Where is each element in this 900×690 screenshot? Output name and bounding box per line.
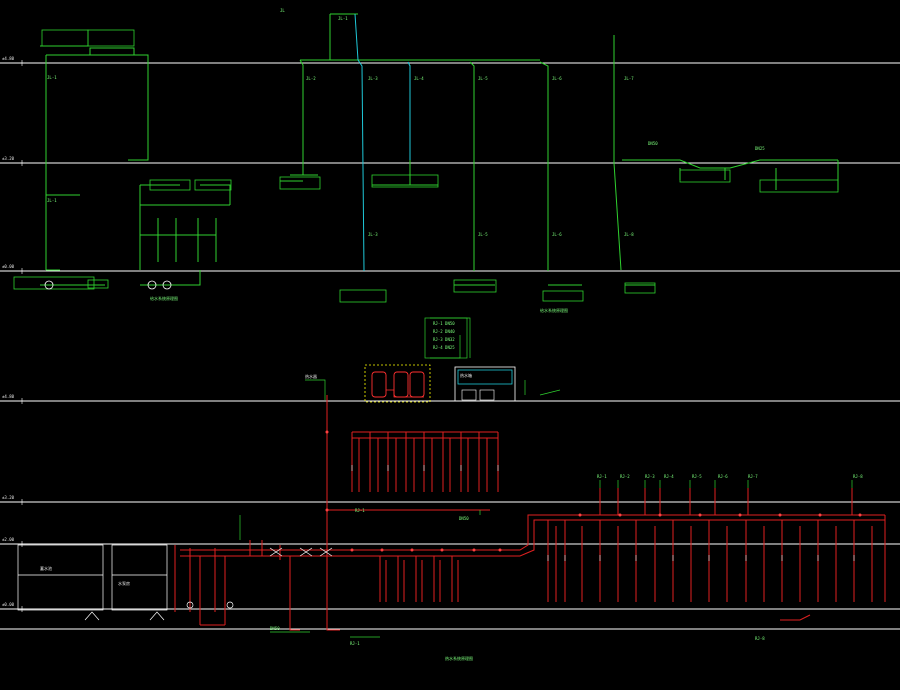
water-tank-icon [454, 366, 516, 402]
svg-text:RJ-1: RJ-1 [597, 474, 607, 479]
water-heater-icon [371, 371, 387, 398]
svg-text:JL-2: JL-2 [306, 76, 316, 81]
storage-tank-structure [17, 544, 168, 621]
svg-text:JL-3: JL-3 [368, 232, 378, 237]
svg-text:JL: JL [280, 8, 285, 13]
pump-icon-group-top [44, 280, 172, 290]
floor-lines [0, 62, 900, 630]
svg-text:JL-8: JL-8 [624, 232, 634, 237]
text-annotations-bottom: RJ-1 DN50 RJ-2 DN40 RJ-3 DN32 RJ-4 DN25 … [40, 321, 863, 661]
svg-text:DN25: DN25 [755, 146, 765, 151]
pump-icon [44, 280, 54, 290]
svg-text:JL-6: JL-6 [552, 232, 562, 237]
svg-text:±0.00: ±0.00 [2, 602, 15, 607]
pipe-tags-top: JL-1 JL-1 JL-2 JL-3 JL-4 JL-5 JL-6 JL-7 … [47, 8, 765, 313]
label-boxes-top [13, 29, 839, 303]
pump-icon [147, 280, 157, 290]
svg-text:给水系统原理图: 给水系统原理图 [150, 295, 178, 301]
svg-text:热水系统原理图: 热水系统原理图 [445, 655, 473, 661]
svg-text:RJ-5: RJ-5 [692, 474, 702, 479]
svg-text:RJ-2 DN40: RJ-2 DN40 [433, 329, 455, 334]
svg-text:±3.20: ±3.20 [2, 156, 15, 161]
hot-water-nodes [325, 430, 862, 552]
svg-text:蓄水池: 蓄水池 [40, 565, 52, 571]
svg-text:±2.00: ±2.00 [2, 537, 15, 542]
svg-text:±3.20: ±3.20 [2, 495, 15, 500]
svg-text:RJ-3 DN32: RJ-3 DN32 [433, 337, 455, 342]
svg-text:RJ-2: RJ-2 [620, 474, 630, 479]
water-heater-room [364, 364, 431, 403]
riser-pipes [354, 13, 411, 272]
svg-text:JL-1: JL-1 [47, 75, 57, 80]
fixture-marks [351, 465, 855, 561]
svg-text:热水箱: 热水箱 [460, 372, 472, 378]
svg-text:±4.80: ±4.80 [2, 56, 15, 61]
svg-text:水泵房: 水泵房 [118, 580, 130, 586]
svg-text:DN50: DN50 [270, 626, 280, 631]
svg-text:DN50: DN50 [459, 516, 469, 521]
svg-text:RJ-3: RJ-3 [645, 474, 655, 479]
valve-icon-group [186, 547, 333, 609]
hot-water-system [174, 395, 886, 631]
svg-text:RJ-6: RJ-6 [718, 474, 728, 479]
svg-text:±0.00: ±0.00 [2, 264, 15, 269]
svg-text:RJ-1 DN50: RJ-1 DN50 [433, 321, 455, 326]
svg-text:RJ-1: RJ-1 [350, 641, 360, 646]
svg-text:RJ-8: RJ-8 [853, 474, 863, 479]
pipe-tags-bottom [239, 317, 853, 638]
svg-text:热水器: 热水器 [305, 373, 317, 379]
svg-text:±4.80: ±4.80 [2, 394, 15, 399]
svg-text:DN50: DN50 [648, 141, 658, 146]
svg-text:JL-1: JL-1 [47, 198, 57, 203]
svg-text:JL-1: JL-1 [338, 16, 348, 21]
svg-text:JL-7: JL-7 [624, 76, 634, 81]
cold-water-system [40, 13, 839, 286]
svg-text:RJ-7: RJ-7 [748, 474, 758, 479]
svg-text:RJ-1: RJ-1 [355, 508, 365, 513]
svg-text:RJ-4 DN25: RJ-4 DN25 [433, 345, 455, 350]
valve-icon [269, 547, 283, 557]
svg-text:RJ-8: RJ-8 [755, 636, 765, 641]
level-labels: ±4.80 ±3.20 ±0.00 ±4.80 ±3.20 ±2.00 ±0.0… [2, 56, 15, 607]
svg-text:JL-5: JL-5 [478, 76, 488, 81]
svg-text:JL-3: JL-3 [368, 76, 378, 81]
svg-text:JL-4: JL-4 [414, 76, 424, 81]
svg-text:RJ-4: RJ-4 [664, 474, 674, 479]
svg-text:JL-6: JL-6 [552, 76, 562, 81]
svg-text:给水系统原理图: 给水系统原理图 [540, 307, 568, 313]
svg-text:JL-5: JL-5 [478, 232, 488, 237]
pump-icon [162, 280, 172, 290]
